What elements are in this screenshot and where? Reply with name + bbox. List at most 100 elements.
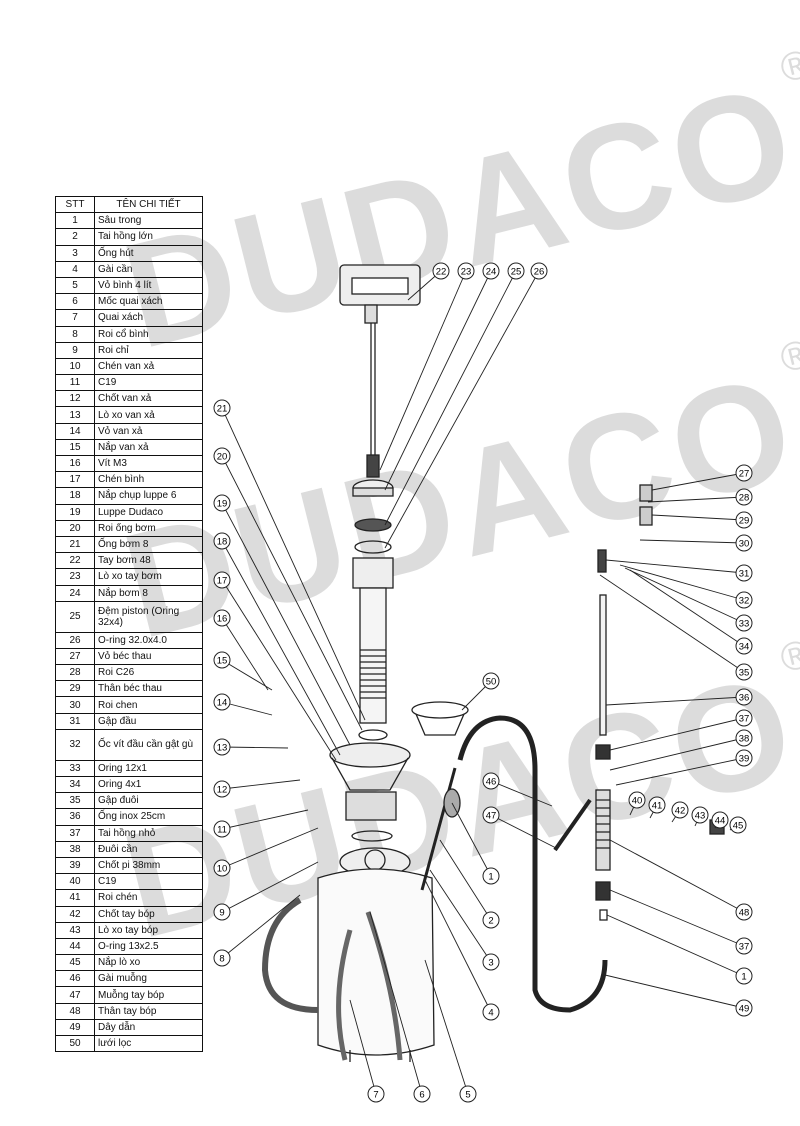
hose (420, 715, 608, 1013)
callout-label: 36 (739, 693, 750, 704)
callout-50: 50 (482, 672, 500, 690)
leader-line (490, 780, 553, 807)
callout-label: 37 (739, 942, 750, 953)
leader-line (221, 659, 273, 691)
callout-label: 13 (217, 743, 228, 754)
callout-circle (648, 796, 666, 814)
callout-circle (482, 953, 500, 971)
callout-18: 18 (213, 532, 231, 550)
callout-41: 41 (648, 796, 666, 814)
callout-17: 17 (213, 571, 231, 589)
leader-line (221, 861, 319, 913)
callout-circle (735, 749, 753, 767)
callout-circle (213, 693, 231, 711)
callout-circle (735, 663, 753, 681)
callout-label: 27 (739, 469, 750, 480)
callout-9: 9 (213, 903, 231, 921)
callout-11: 11 (213, 820, 231, 838)
leader-line (629, 569, 745, 647)
callout-label: 8 (219, 954, 224, 965)
part-name: C19 (94, 374, 203, 392)
callout-circle (735, 488, 753, 506)
callout-2: 2 (482, 911, 500, 929)
callout-37: 37 (735, 709, 753, 727)
callout-label: 40 (632, 796, 643, 807)
callout-10: 10 (213, 859, 231, 877)
callout-14: 14 (213, 693, 231, 711)
part-name: Lò xo tay bóp (94, 921, 203, 939)
callout-16: 16 (213, 609, 231, 627)
leader-line (490, 814, 557, 849)
callout-24: 24 (482, 262, 500, 280)
callout-37: 37 (735, 937, 753, 955)
callout-circle (482, 911, 500, 929)
callout-label: 42 (675, 806, 686, 817)
callout-label: 7 (373, 1090, 378, 1101)
callout-49: 49 (735, 999, 753, 1017)
callout-circle (482, 867, 500, 885)
callout-label: 11 (217, 825, 227, 836)
callout-15: 15 (213, 651, 231, 669)
callout-label: 30 (739, 539, 750, 550)
leader-line (605, 696, 745, 706)
callout-label: 28 (739, 493, 750, 504)
pump-handle (339, 264, 421, 478)
leader-line (221, 827, 319, 869)
leader-line (221, 455, 363, 731)
leader-line (647, 496, 745, 503)
callout-label: 46 (486, 777, 497, 788)
callout-label: 17 (217, 576, 228, 587)
callout-40: 40 (628, 791, 646, 809)
callout-label: 6 (419, 1090, 424, 1101)
leader-line (609, 889, 745, 947)
callout-circle (530, 262, 548, 280)
leader-line (651, 472, 745, 491)
callout-36: 36 (735, 688, 753, 706)
callout-label: 23 (461, 267, 472, 278)
callout-label: 33 (739, 619, 750, 630)
callout-21: 21 (213, 399, 231, 417)
leader-line (221, 617, 269, 691)
callout-7: 7 (367, 1085, 385, 1103)
callout-label: 15 (217, 656, 228, 667)
callout-circle (691, 806, 709, 824)
callout-label: 5 (465, 1090, 470, 1101)
callout-circle (213, 949, 231, 967)
callout-circle (735, 937, 753, 955)
callout-label: 1 (741, 972, 746, 983)
callout-43: 43 (691, 806, 709, 824)
callout-label: 47 (486, 811, 497, 822)
callout-label: 4 (488, 1008, 493, 1019)
callout-19: 19 (213, 494, 231, 512)
callout-4: 4 (482, 1003, 500, 1021)
callout-circle (735, 688, 753, 706)
callout-12: 12 (213, 780, 231, 798)
callout-label: 50 (486, 677, 497, 688)
leader-line (424, 959, 469, 1095)
callout-29: 29 (735, 511, 753, 529)
leader-line (379, 270, 467, 471)
leader-line (651, 514, 745, 521)
callout-label: 43 (695, 811, 706, 822)
filter-strainer (411, 701, 469, 736)
callout-circle (213, 820, 231, 838)
callout-26: 26 (530, 262, 548, 280)
callout-5: 5 (459, 1085, 477, 1103)
